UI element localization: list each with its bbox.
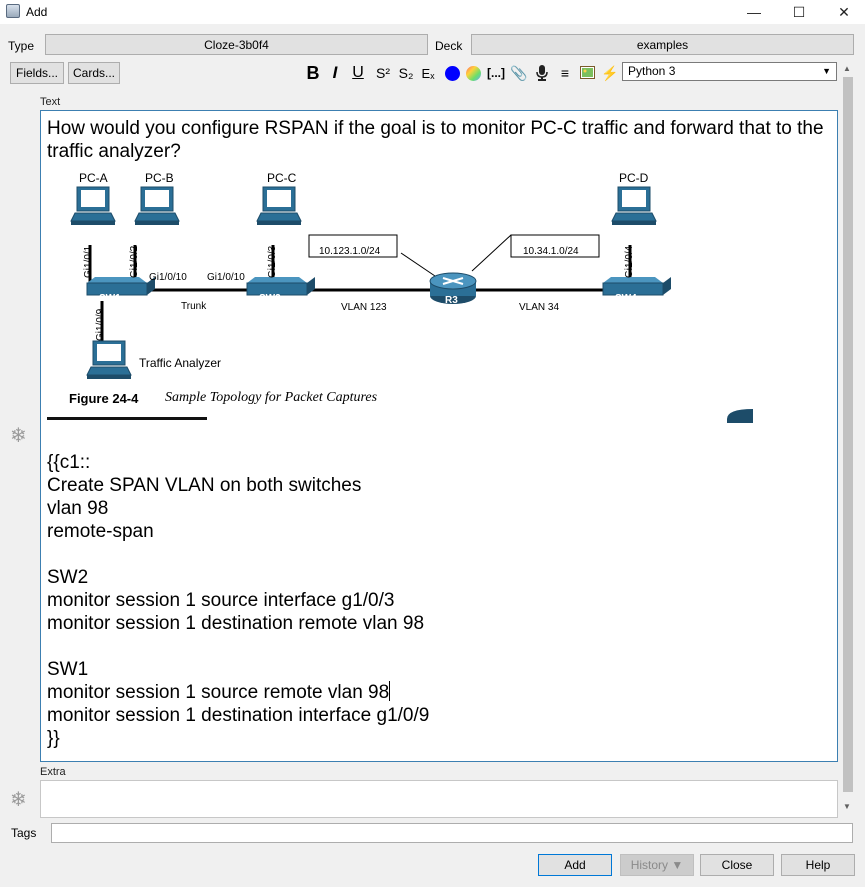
text-caret xyxy=(389,681,391,701)
cloze-line: remote-span xyxy=(47,521,154,542)
cloze-line: {{c1:: xyxy=(47,452,91,473)
picture-icon xyxy=(579,66,595,79)
clear-format-button[interactable]: Eₓ xyxy=(421,65,435,81)
gi1-0-3-label: Gi1/0/3 xyxy=(267,245,278,278)
cloze-line xyxy=(47,543,831,566)
sw4-label: SW4 xyxy=(615,293,637,304)
sticky-pin-icon[interactable]: ❄ xyxy=(10,425,27,447)
question-text: How would you configure RSPAN if the goa… xyxy=(47,118,824,162)
cloze-line: SW1 xyxy=(47,659,89,680)
lightning-icon: ⚡ xyxy=(601,64,619,81)
blue-circle-icon xyxy=(444,65,460,81)
gi1-0-1-label: Gi1/0/1 xyxy=(83,245,94,278)
gi1-0-10-right-label: Gi1/0/10 xyxy=(207,272,245,283)
cloze-line: SW2 xyxy=(47,567,89,588)
app-icon xyxy=(6,4,20,18)
text-field-label: Text xyxy=(40,96,61,108)
cloze-line xyxy=(47,635,831,658)
subnet-10-34-label: 10.34.1.0/24 xyxy=(523,246,579,257)
add-button[interactable]: Add xyxy=(538,854,612,876)
trunk-label: Trunk xyxy=(181,301,207,312)
subscript-button[interactable]: S₂ xyxy=(398,65,414,81)
cloze-line: monitor session 1 destination remote vla… xyxy=(47,613,425,634)
text-field-editor[interactable]: How would you configure RSPAN if the goa… xyxy=(40,110,838,762)
scrollbar-thumb[interactable] xyxy=(843,77,853,792)
extra-field-label: Extra xyxy=(40,766,66,778)
scroll-down-icon[interactable]: ▼ xyxy=(843,802,851,811)
cloze-line: monitor session 1 destination interface … xyxy=(47,705,430,726)
sticky-pin-icon[interactable]: ❄ xyxy=(10,789,27,811)
tags-label: Tags xyxy=(11,826,37,840)
chevron-down-icon: ▼ xyxy=(822,66,831,76)
figure-caption-number: Figure 24-4 xyxy=(69,391,139,406)
text-color-button[interactable] xyxy=(443,62,461,84)
gi1-0-10-left-label: Gi1/0/10 xyxy=(149,272,187,283)
tags-input[interactable] xyxy=(51,823,853,843)
fields-button[interactable]: Fields... xyxy=(10,62,64,84)
deck-label: Deck xyxy=(435,39,463,53)
italic-button[interactable]: I xyxy=(332,63,338,82)
topology-diagram xyxy=(47,186,753,423)
deck-button[interactable]: examples xyxy=(471,34,854,55)
pc-c-label: PC-C xyxy=(267,171,297,185)
minimize-button[interactable]: — xyxy=(747,4,761,20)
superscript-button[interactable]: S² xyxy=(376,65,390,81)
cloze-line-with-caret: monitor session 1 source remote vlan 98 xyxy=(47,681,831,704)
cloze-line: monitor session 1 source remote vlan 98 xyxy=(47,682,390,703)
topology-figure: PC-A PC-B PC-C PC-D Gi1/0/1 Gi1/0/2 Gi1/… xyxy=(47,165,767,423)
figure-caption-text: Sample Topology for Packet Captures xyxy=(165,390,378,405)
gradient-circle-icon xyxy=(465,65,481,81)
underline-button[interactable]: U xyxy=(352,64,364,81)
gi1-0-2-label: Gi1/0/2 xyxy=(129,245,140,278)
cloze-line: vlan 98 xyxy=(47,498,109,519)
language-select-value: Python 3 xyxy=(628,64,676,78)
sw1-label: SW1 xyxy=(99,293,121,304)
r3-label: R3 xyxy=(445,295,458,306)
scroll-up-icon[interactable]: ▲ xyxy=(843,64,851,73)
record-audio-button[interactable] xyxy=(533,62,551,84)
cards-button[interactable]: Cards... xyxy=(68,62,120,84)
language-select[interactable]: Python 3 ▼ xyxy=(622,62,837,81)
microphone-icon xyxy=(536,65,548,81)
close-button[interactable]: Close xyxy=(700,854,774,876)
gi1-0-4-label: Gi1/0/4 xyxy=(624,245,635,278)
hamburger-icon: ≡ xyxy=(560,65,570,81)
help-button[interactable]: Help xyxy=(781,854,855,876)
paperclip-icon: 📎 xyxy=(510,64,528,81)
title-bar: Add — ☐ ✕ xyxy=(0,0,865,24)
attach-button[interactable]: 📎 xyxy=(510,62,528,84)
vlan34-label: VLAN 34 xyxy=(519,302,560,313)
pc-a-label: PC-A xyxy=(79,171,108,185)
subnet-10-123-label: 10.123.1.0/24 xyxy=(319,246,381,257)
traffic-analyzer-label: Traffic Analyzer xyxy=(139,356,222,370)
close-window-button[interactable]: ✕ xyxy=(838,3,850,20)
cloze-line: Create SPAN VLAN on both switches xyxy=(47,475,362,496)
vlan123-label: VLAN 123 xyxy=(341,302,387,313)
extra-field-editor[interactable] xyxy=(40,780,838,818)
quick-action-button[interactable]: ⚡ xyxy=(601,62,619,84)
cloze-button[interactable]: [...] xyxy=(487,66,505,80)
cloze-line: }} xyxy=(47,728,60,749)
maximize-button[interactable]: ☐ xyxy=(792,3,806,20)
cloze-block: {{c1:: Create SPAN VLAN on both switches… xyxy=(47,451,831,750)
type-label: Type xyxy=(8,39,35,53)
gi1-0-9-label: Gi1/0/9 xyxy=(95,308,106,341)
bold-button[interactable]: B xyxy=(306,62,320,83)
image-occlusion-button[interactable] xyxy=(578,62,596,84)
sw2-label: SW2 xyxy=(259,293,281,304)
pc-b-label: PC-B xyxy=(145,171,174,185)
window-title: Add xyxy=(26,5,48,19)
more-menu-button[interactable]: ≡ xyxy=(556,62,574,84)
note-type-button[interactable]: Cloze-3b0f4 xyxy=(45,34,428,55)
highlight-color-button[interactable] xyxy=(464,62,482,84)
pc-d-label: PC-D xyxy=(619,171,649,185)
cloze-line: monitor session 1 source interface g1/0/… xyxy=(47,590,395,611)
history-button[interactable]: History ▼ xyxy=(620,854,694,876)
